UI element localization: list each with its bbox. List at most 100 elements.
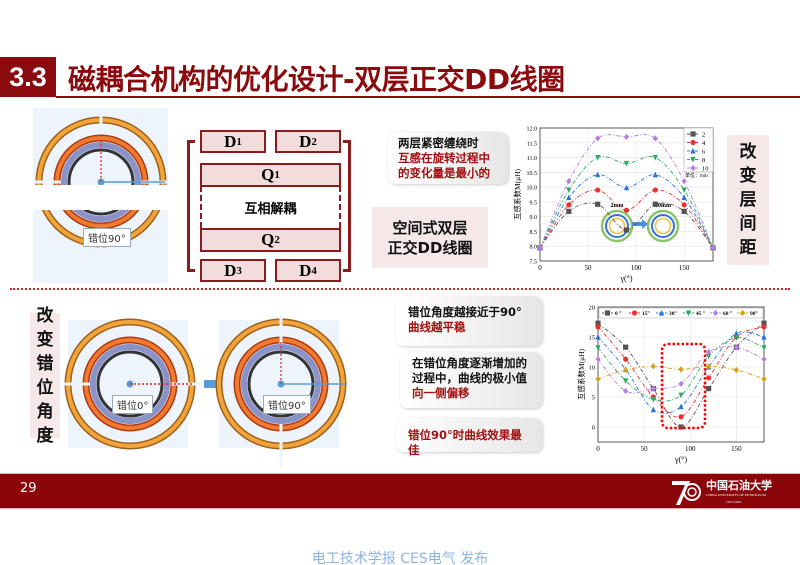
data-point (678, 392, 684, 399)
legend-label: 4 (702, 140, 706, 147)
side-label-char: 错 (36, 353, 54, 374)
inset-label: 2mm (611, 203, 624, 209)
section-number: 3.3 (0, 57, 56, 97)
data-point (595, 187, 601, 193)
data-point (623, 184, 630, 191)
legend-label: 10 (702, 166, 709, 173)
side-label-char: 层 (739, 190, 757, 210)
plot-frame (539, 127, 714, 262)
legend-box (683, 127, 714, 173)
side-label-char: 度 (36, 425, 54, 446)
side-label-char: 间 (739, 214, 757, 234)
y-tick-label: 0 (592, 425, 595, 432)
structure-label: 空间式双层 正交DD线圈 (372, 207, 488, 268)
svg-text:中国石油大学: 中国石油大学 (706, 478, 772, 492)
data-point (595, 345, 601, 351)
data-point (733, 366, 739, 374)
coil-rings-icon (33, 108, 168, 185)
watermark: 电工技术学报 CES电气 发布 (311, 551, 489, 565)
left-bracket (187, 140, 195, 272)
data-point (652, 135, 658, 142)
slide-title: 磁耦合机构的优化设计-双层正交DD线圈 (68, 63, 565, 96)
data-point (623, 207, 630, 213)
data-point (623, 227, 630, 233)
inset-coil-icon (651, 214, 675, 238)
data-point (678, 403, 684, 410)
data-point (690, 139, 696, 146)
y-axis-label: 互感系数M(μH) (576, 348, 586, 400)
legend-label: 6 (702, 149, 706, 156)
data-point (681, 187, 687, 194)
university-logo: 中国石油大学 CHINA UNIVERSITY OF PETROLEUM 195… (668, 475, 788, 507)
data-point (650, 396, 656, 403)
legend-label: 0 ° (615, 310, 621, 317)
data-point (623, 378, 629, 384)
coil-rings-icon (215, 316, 347, 466)
highlight-box (660, 342, 707, 430)
data-point (761, 356, 767, 363)
side-label-char: 改 (739, 142, 757, 162)
x-tick-label: 0 (596, 445, 600, 453)
data-point (595, 320, 601, 326)
data-point (733, 335, 739, 341)
legend-label: 15° (642, 310, 650, 317)
data-point (566, 208, 572, 214)
note-minimum-shift: 在错位角度逐渐增加的 过程中，曲线的极小值 向一侧偏移 (400, 352, 542, 408)
note-best-offset: 错位90°时曲线效果最佳 (396, 418, 542, 457)
coil-offset-tag-90: 错位90° (263, 395, 311, 414)
data-point (761, 320, 767, 326)
legend-label: 90° (750, 310, 758, 317)
data-point (706, 353, 712, 360)
coil-image-top (33, 108, 168, 185)
side-label-char: 变 (739, 166, 757, 186)
data-point (678, 424, 684, 430)
x-tick-label: 150 (679, 264, 690, 272)
data-point (595, 135, 601, 142)
data-point (706, 348, 712, 356)
data-point (761, 333, 767, 340)
data-point (652, 201, 658, 207)
data-point (537, 244, 543, 251)
data-point (623, 160, 630, 167)
data-point (681, 208, 687, 214)
legend-label: 8 (702, 157, 705, 164)
y-tick-label: 9.5 (530, 200, 538, 206)
data-point (652, 154, 658, 161)
data-point (623, 356, 629, 362)
x-axis-label: γ(°) (619, 274, 632, 283)
y-tick-label: 9.0 (530, 215, 538, 221)
inset-coil-icon (646, 209, 680, 243)
svg-text:1953-2023: 1953-2023 (726, 500, 741, 504)
legend-box (598, 307, 764, 319)
data-point (690, 131, 696, 137)
data-point (595, 171, 601, 178)
side-label-layer-spacing: 改变层间距 (727, 135, 769, 265)
note-angle-stable: 错位角度越接近于90° 曲线越平稳 (396, 296, 542, 346)
inset-coil-icon (605, 214, 629, 238)
coil-image-offset-90: 错位90° (215, 316, 347, 466)
side-label-char: 距 (739, 238, 757, 258)
x-tick-label: 50 (641, 445, 649, 453)
y-tick-label: 5 (592, 395, 595, 402)
data-point (739, 309, 746, 317)
y-tick-label: 11.0 (527, 156, 537, 162)
legend-label: 60 ° (723, 310, 732, 317)
y-tick-label: 10 (589, 365, 596, 372)
y-tick-label: 10.5 (527, 171, 538, 177)
data-point (623, 366, 629, 374)
title-underline (56, 96, 800, 98)
y-axis-label: 互感系数M(μH) (512, 168, 522, 220)
data-point (690, 164, 696, 172)
decouple-label: 互相解耦 (200, 186, 341, 228)
data-point (650, 406, 656, 413)
y-tick-label: 12.0 (527, 127, 538, 133)
footer-bar (0, 473, 800, 509)
plot-frame (597, 306, 765, 443)
side-label-char: 改 (36, 305, 54, 326)
inset-coil-icon (654, 217, 672, 235)
